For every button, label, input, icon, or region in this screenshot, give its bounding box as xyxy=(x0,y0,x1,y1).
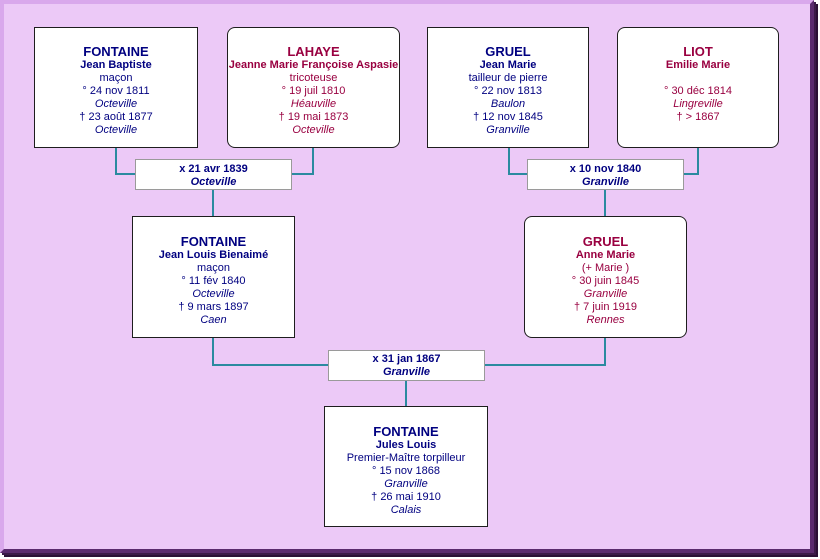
connector-line xyxy=(405,380,407,407)
marriage-place: Granville xyxy=(581,176,630,188)
given-names: Anne Marie xyxy=(575,249,636,261)
surname: FONTAINE xyxy=(373,424,439,439)
death-date: † 9 mars 1897 xyxy=(178,301,249,313)
birth-date: ° 30 juin 1845 xyxy=(571,275,640,287)
birth-place: Granville xyxy=(583,288,628,300)
person-card[interactable]: GRUEL Jean Marie tailleur de pierre ° 22… xyxy=(427,27,589,148)
given-names: Jules Louis xyxy=(375,439,437,451)
birth-date: ° 22 nov 1813 xyxy=(473,85,542,97)
connector-line xyxy=(291,173,314,175)
marriage-place: Granville xyxy=(382,366,431,378)
marriage-box[interactable]: x 10 nov 1840 Granville xyxy=(527,159,684,190)
connector-line xyxy=(212,337,214,366)
birth-date: ° 15 nov 1868 xyxy=(371,465,440,477)
marriage-place: Octeville xyxy=(190,176,237,188)
person-card[interactable]: FONTAINE Jean Louis Bienaimé maçon ° 11 … xyxy=(132,216,295,338)
given-names: Jean Baptiste xyxy=(80,59,152,71)
death-place: Granville xyxy=(486,124,530,136)
given-names: Emilie Marie xyxy=(665,59,731,71)
surname: LIOT xyxy=(683,44,713,59)
given-names: Jeanne Marie Françoise Aspasie xyxy=(228,59,399,71)
death-date: † 19 mai 1873 xyxy=(278,111,349,123)
marriage-box[interactable]: x 21 avr 1839 Octeville xyxy=(135,159,292,190)
death-date: † 7 juin 1919 xyxy=(574,301,637,313)
marriage-date: x 31 jan 1867 xyxy=(372,353,441,365)
birth-date: ° 11 fév 1840 xyxy=(181,275,246,287)
death-date: † 26 mai 1910 xyxy=(371,491,441,503)
birth-place: Octeville xyxy=(192,288,235,300)
occupation: tricoteuse xyxy=(289,72,338,84)
death-place: Octeville xyxy=(292,124,335,136)
connector-line xyxy=(697,147,699,175)
connector-line xyxy=(604,190,606,217)
birth-place: Octeville xyxy=(94,98,138,110)
birth-place: Granville xyxy=(384,478,428,490)
birth-date: ° 19 juil 1810 xyxy=(281,85,346,97)
connector-line xyxy=(508,173,528,175)
death-place: Octeville xyxy=(94,124,138,136)
birth-place: Lingreville xyxy=(673,98,723,110)
occupation: (+ Marie ) xyxy=(581,262,630,274)
surname: GRUEL xyxy=(582,234,629,249)
connector-line xyxy=(312,147,314,175)
surname: FONTAINE xyxy=(83,44,149,59)
connector-line xyxy=(212,190,214,217)
death-date: † > 1867 xyxy=(676,111,720,123)
birth-place: Baulon xyxy=(490,98,526,110)
connector-line xyxy=(212,364,330,366)
person-card[interactable]: FONTAINE Jules Louis Premier-Maître torp… xyxy=(324,406,488,527)
occupation: tailleur de pierre xyxy=(468,72,548,84)
birth-place: Héauville xyxy=(290,98,337,110)
person-card[interactable]: LIOT Emilie Marie ° 30 déc 1814 Lingrevi… xyxy=(617,27,779,148)
birth-date: ° 24 nov 1811 xyxy=(82,85,150,97)
surname: FONTAINE xyxy=(180,234,247,249)
person-card[interactable]: LAHAYE Jeanne Marie Françoise Aspasie tr… xyxy=(227,27,400,148)
occupation: Premier-Maître torpilleur xyxy=(346,452,466,464)
given-names: Jean Louis Bienaimé xyxy=(158,249,269,261)
occupation: maçon xyxy=(99,72,133,84)
death-place: Rennes xyxy=(586,314,625,326)
surname: LAHAYE xyxy=(287,44,340,59)
death-date: † 23 août 1877 xyxy=(79,111,153,123)
connector-line xyxy=(508,147,510,175)
connector-line xyxy=(115,173,137,175)
connector-line xyxy=(115,147,117,175)
death-place: Caen xyxy=(200,314,227,326)
connector-line xyxy=(683,173,699,175)
occupation: maçon xyxy=(196,262,231,274)
marriage-date: x 21 avr 1839 xyxy=(179,163,248,175)
death-date: † 12 nov 1845 xyxy=(473,111,543,123)
birth-date: ° 30 déc 1814 xyxy=(663,85,732,97)
person-card[interactable]: GRUEL Anne Marie (+ Marie ) ° 30 juin 18… xyxy=(524,216,687,338)
person-card[interactable]: FONTAINE Jean Baptiste maçon ° 24 nov 18… xyxy=(34,27,198,148)
marriage-date: x 10 nov 1840 xyxy=(569,163,642,175)
death-place: Calais xyxy=(390,504,422,516)
connector-line xyxy=(484,364,606,366)
given-names: Jean Marie xyxy=(479,59,537,71)
surname: GRUEL xyxy=(485,44,531,59)
marriage-box[interactable]: x 31 jan 1867 Granville xyxy=(328,350,485,381)
occupation-blank xyxy=(618,72,778,85)
connector-line xyxy=(604,337,606,366)
